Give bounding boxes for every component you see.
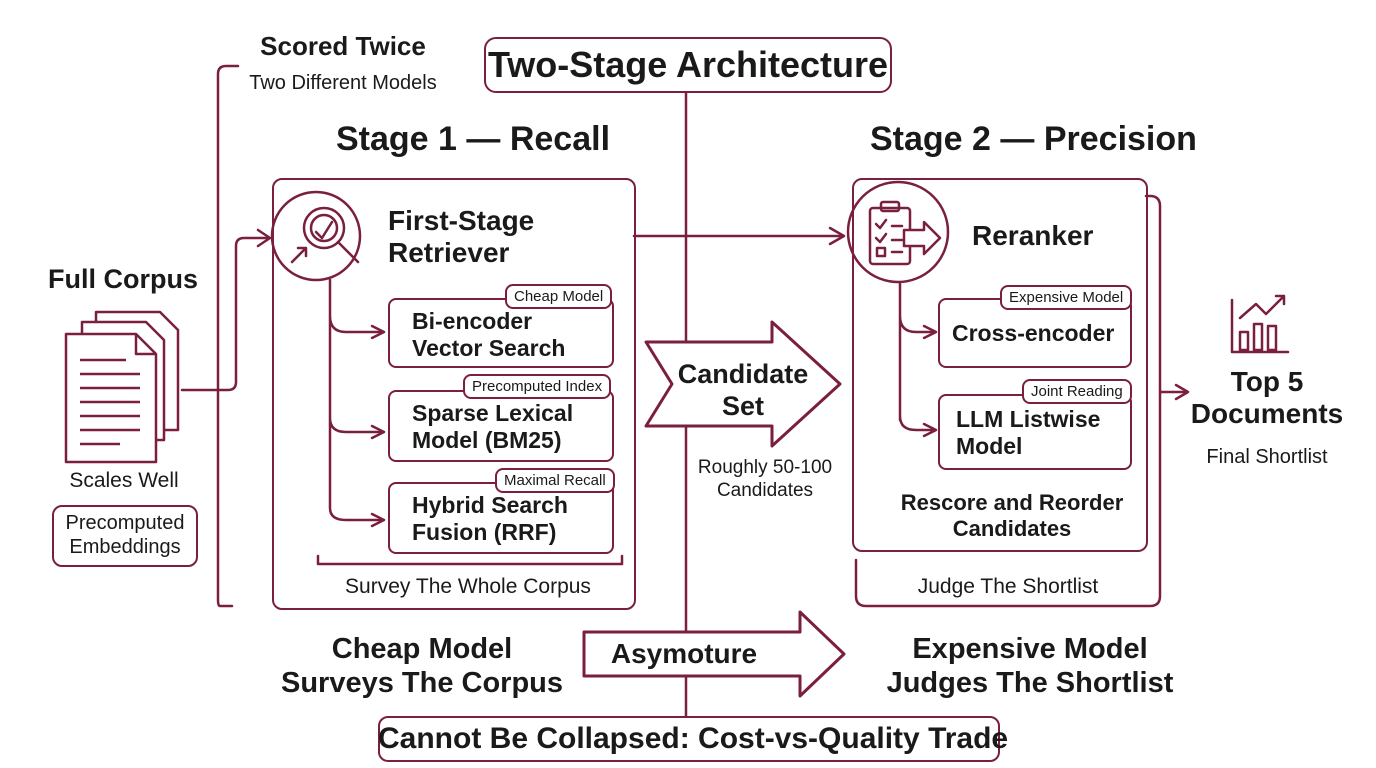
asymmetry-arrow-shape — [582, 610, 846, 698]
top-documents-label: Top 5 Documents — [1190, 366, 1344, 429]
method-cross-encoder-name: Cross-encoder — [952, 320, 1115, 346]
candidate-note: Roughly 50-100 Candidates — [697, 457, 833, 501]
scored-twice-title: Scored Twice — [260, 31, 426, 61]
stage2-tree-connector — [898, 268, 936, 432]
tag-joint-reading: Joint Reading — [1022, 379, 1132, 404]
stage2-outer-frame — [854, 194, 1162, 608]
method-bi-encoder-name: Bi-encoder Vector Search — [412, 308, 566, 361]
precomputed-embeddings-text: Precomputed Embeddings — [65, 512, 185, 558]
first-stage-retriever-label: First-Stage Retriever — [388, 205, 535, 268]
stage2-summary: Expensive Model Judges The Shortlist — [886, 633, 1174, 699]
stage2-heading: Stage 2 — Precision — [870, 120, 1197, 158]
title-box — [484, 37, 892, 93]
scored-twice-subtitle: Two Different Models — [249, 72, 437, 94]
method-hybrid-rrf-name: Hybrid Search Fusion (RRF) — [412, 492, 568, 545]
diagram-title: Two-Stage Architecture — [487, 44, 889, 85]
stage1-container — [272, 178, 636, 610]
stage2-note: Rescore and Reorder Candidates — [900, 490, 1124, 541]
tag-expensive-model: Expensive Model — [1000, 285, 1133, 310]
stage1-heading: Stage 1 — Recall — [336, 120, 611, 158]
method-llm-listwise: LLM Listwise Model — [938, 394, 1132, 470]
precomputed-embeddings-tag — [52, 505, 198, 567]
candidate-arrow-shape — [644, 320, 842, 448]
asymmetry-label: Asymoture — [610, 638, 758, 669]
document-stack-icon — [64, 310, 180, 464]
bar-chart-trend-icon — [1230, 294, 1290, 354]
candidate-set-label: Candidate Set — [677, 359, 809, 421]
method-llm-listwise-name: LLM Listwise Model — [956, 406, 1101, 459]
method-bi-encoder: Bi-encoder Vector Search — [388, 298, 614, 368]
method-bm25: Sparse Lexical Model (BM25) — [388, 390, 614, 462]
bottom-banner-box — [378, 716, 1000, 762]
tag-maximal-recall: Maximal Recall — [495, 468, 615, 493]
clipboard-checklist-icon — [846, 180, 950, 284]
corpus-note: Scales Well — [69, 469, 179, 492]
method-bm25-name: Sparse Lexical Model (BM25) — [412, 400, 574, 453]
stage2-container — [852, 178, 1148, 552]
stage1-footer: Survey The Whole Corpus — [345, 575, 591, 598]
corpus-to-retriever-connector — [180, 236, 270, 392]
stage2-footer: Judge The Shortlist — [917, 575, 1099, 598]
reranker-label: Reranker — [972, 220, 1094, 251]
tag-precomputed-index: Precomputed Index — [463, 374, 612, 399]
stage1-tree-connector — [328, 278, 384, 522]
output-note: Final Shortlist — [1206, 446, 1328, 468]
stage1-summary: Cheap Model Surveys The Corpus — [280, 633, 564, 699]
bottom-banner-text: Cannot Be Collapsed: Cost-vs-Quality Tra… — [378, 722, 1009, 755]
full-corpus-label: Full Corpus — [48, 264, 198, 294]
method-hybrid-rrf: Hybrid Search Fusion (RRF) — [388, 482, 614, 554]
tag-cheap-model: Cheap Model — [505, 284, 613, 309]
scored-twice-bracket — [216, 64, 240, 608]
